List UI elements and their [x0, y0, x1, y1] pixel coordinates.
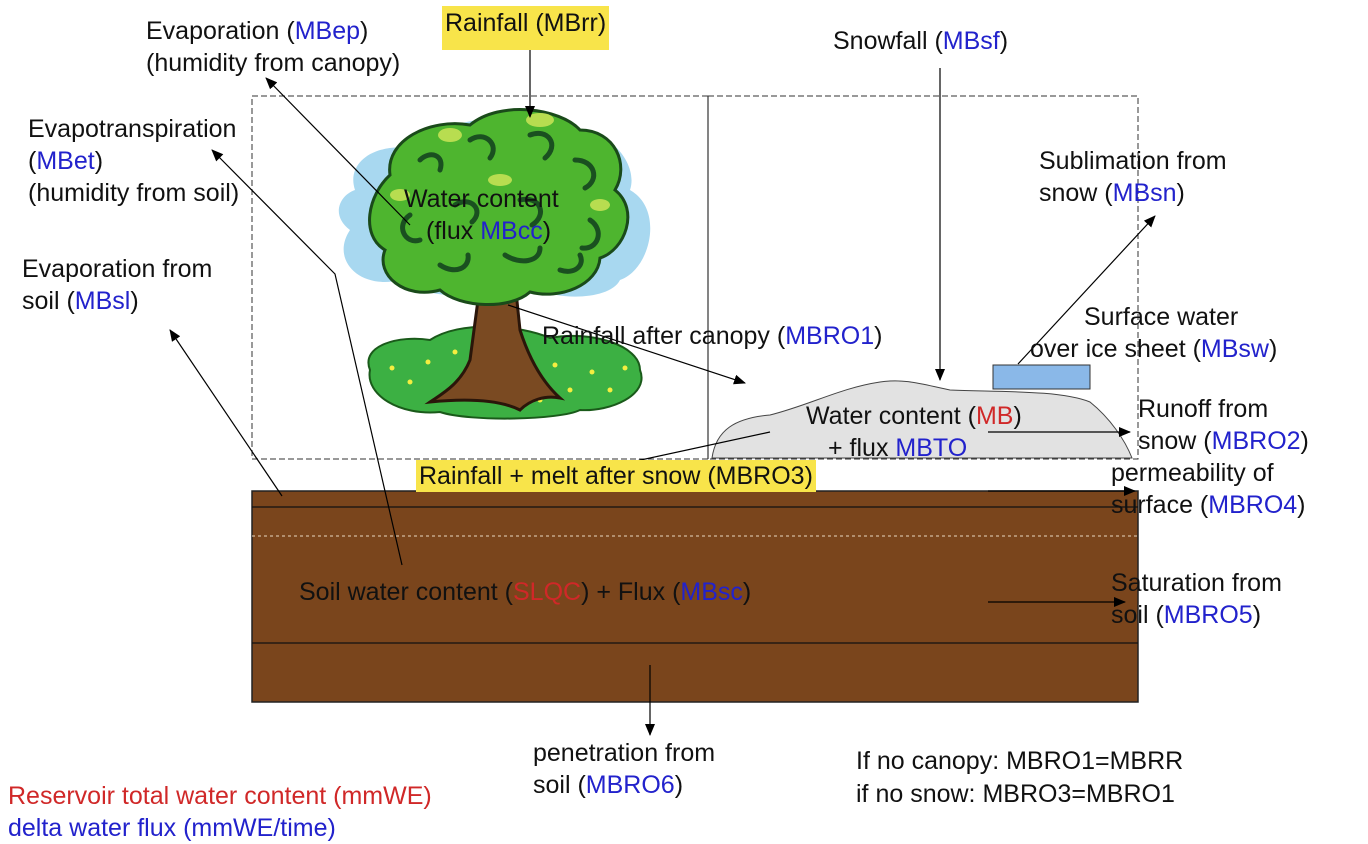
arrow-sublimation — [1017, 215, 1156, 365]
tree-illustration — [338, 108, 651, 420]
rain-after-canopy-label: Rainfall after canopy (MBRO1) — [542, 322, 883, 350]
soil-water-label: Soil water content (SLQC) + Flux (MBsc) — [299, 578, 752, 606]
canopy-water-label: Water content (flux MBcc) — [404, 185, 559, 245]
no-canopy-note: If no canopy: MBRO1=MBRR — [856, 747, 1184, 775]
arrow-rain-after-canopy — [507, 304, 746, 385]
surface-water-label: Surface water over ice sheet (MBsw) — [1030, 303, 1278, 363]
arrow-evap-soil — [169, 329, 283, 497]
rainfall-label: Rainfall (MBrr) — [442, 6, 610, 50]
sublimation-label: Sublimation from snow (MBsn) — [1039, 147, 1227, 207]
evap-canopy-label: Evaporation (MBep) (humidity from canopy… — [146, 17, 401, 77]
evap-soil-label: Evaporation from soil (MBsl) — [22, 255, 213, 315]
soil-block — [251, 490, 1139, 703]
permeability-label: permeability of surface (MBRO4) — [1111, 459, 1306, 519]
evapotranspiration-label: Evapotranspiration (MBet) (humidity from… — [28, 115, 240, 207]
arrow-evapotranspiration — [211, 149, 403, 566]
rain-melt-label: Rainfall + melt after snow (MBRO3) — [416, 460, 816, 492]
surface-water-block — [992, 364, 1091, 390]
no-snow-note: if no snow: MBRO3=MBRO1 — [856, 780, 1175, 808]
penetration-label: penetration from soil (MBRO6) — [533, 739, 716, 799]
runoff-snow-label: Runoff from snow (MBRO2) — [1138, 395, 1309, 455]
snow-water-label: Water content (MB) + flux MBTO — [806, 402, 1022, 462]
legend-reservoir: Reservoir total water content (mmWE) — [8, 782, 432, 810]
saturation-label: Saturation from soil (MBRO5) — [1111, 569, 1282, 629]
legend-flux: delta water flux (mmWE/time) — [8, 814, 336, 842]
canopy-box — [251, 95, 709, 460]
snow-pile — [711, 380, 1133, 459]
arrow-evap-canopy — [265, 77, 411, 226]
snowfall-label: Snowfall (MBsf) — [833, 27, 1009, 55]
